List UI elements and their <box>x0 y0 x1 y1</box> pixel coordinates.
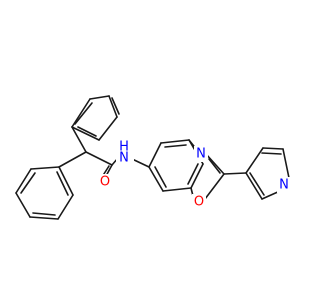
bond <box>71 126 100 141</box>
bond <box>74 102 93 125</box>
bond <box>154 166 167 188</box>
bond <box>77 126 97 137</box>
bond <box>204 173 225 200</box>
bond <box>262 147 284 150</box>
carbonyl-oxygen-label: O <box>100 175 110 190</box>
bond <box>32 212 56 216</box>
bond <box>15 168 32 194</box>
amide-nitrogen-label: N <box>119 151 129 166</box>
bond <box>162 187 192 192</box>
bond <box>282 148 290 179</box>
bond <box>30 166 60 170</box>
bond <box>190 163 204 189</box>
bond <box>160 139 190 144</box>
bond <box>108 95 118 118</box>
bond <box>245 147 264 174</box>
bond <box>58 166 74 196</box>
molecule-structure: N H O N O N <box>15 95 291 220</box>
bond <box>56 171 69 196</box>
pyridine-nitrogen-label: N <box>279 178 289 193</box>
bond <box>148 166 164 192</box>
bond <box>85 151 113 166</box>
amide-hydrogen-label: H <box>119 140 129 155</box>
oxazole-nitrogen-label: N <box>196 147 206 162</box>
bond <box>57 194 74 220</box>
bond <box>29 216 59 220</box>
atom-label-layer: N H O N O N <box>98 140 291 210</box>
bond <box>98 116 118 141</box>
bond <box>58 151 87 168</box>
bond <box>71 98 91 128</box>
bond <box>164 144 187 148</box>
bond <box>148 142 162 168</box>
bond <box>111 97 120 115</box>
bond <box>89 95 110 100</box>
bond <box>187 163 199 185</box>
bond-layer <box>15 95 290 220</box>
bond <box>208 158 221 174</box>
bond <box>249 172 265 196</box>
bond <box>261 152 282 155</box>
bond <box>20 172 36 194</box>
bond <box>205 153 225 175</box>
bond <box>245 172 263 200</box>
bond <box>15 192 31 218</box>
bond <box>223 172 247 175</box>
bond <box>71 126 87 153</box>
oxazole-oxygen-label: O <box>194 195 204 210</box>
